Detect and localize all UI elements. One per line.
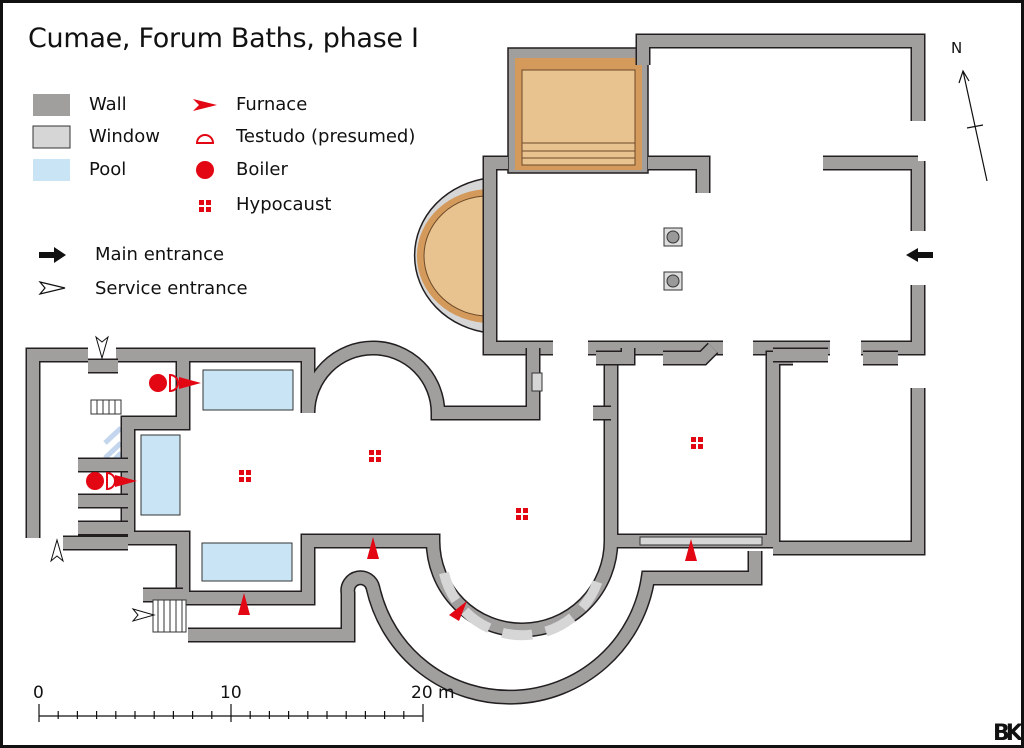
legend-testudo-label: Testudo (presumed) (236, 126, 416, 147)
author-logo: BK (993, 721, 1021, 746)
walls (25, 33, 926, 705)
legend-symbols (32, 94, 217, 296)
figure-title: Cumae, Forum Baths, phase I (28, 23, 419, 54)
service-entrance-arrow-icon (95, 335, 109, 360)
scale-label-10: 10 (220, 683, 242, 703)
pool (140, 369, 294, 582)
legend-boiler-icon (196, 161, 214, 179)
legend-wall-label: Wall (89, 94, 127, 115)
legend-testudo-icon (195, 134, 215, 144)
service-entrance-arrow-icon (50, 538, 64, 563)
legend-hypocaust-icon (199, 200, 211, 212)
service-entrance-arrow-icon (131, 608, 156, 622)
legend-wall-swatch (33, 94, 70, 116)
north-label: N (951, 39, 963, 57)
room-fills (103, 47, 649, 582)
legend-service-entrance-label: Service entrance (95, 278, 248, 299)
legend-boiler-label: Boiler (236, 159, 288, 180)
furnace-markers (115, 377, 697, 621)
legend-main-entrance-arrow-icon (39, 247, 66, 263)
legend-furnace-label: Furnace (236, 94, 308, 115)
scale-label-0: 0 (33, 683, 44, 703)
boiler-markers (86, 373, 179, 491)
scale-bar (38, 704, 424, 722)
columns (663, 227, 683, 291)
scale-label-20: 20 m (411, 683, 455, 703)
main-entrance-arrow-icon (906, 248, 933, 262)
legend-service-entrance-arrow-icon (38, 280, 66, 296)
legend-hypocaust-label: Hypocaust (236, 194, 332, 215)
north-arrow (958, 69, 988, 182)
window (639, 536, 763, 546)
plan-drawing (25, 33, 988, 722)
legend-furnace-icon (193, 99, 217, 111)
hypocaust-markers (239, 437, 703, 520)
stairs (90, 399, 187, 633)
legend-main-entrance-label: Main entrance (95, 244, 225, 265)
legend-window-swatch (32, 125, 71, 149)
legend-pool-swatch (33, 159, 70, 181)
entrance-arrows (50, 248, 933, 622)
legend-window-label: Window (89, 126, 160, 147)
legend-pool-label: Pool (89, 159, 127, 180)
